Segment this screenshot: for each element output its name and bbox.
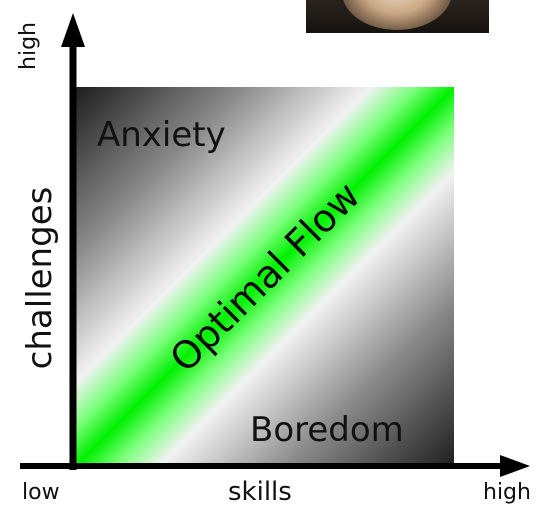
x-axis-arrowhead	[500, 455, 530, 477]
y-axis-high-label: high	[16, 22, 41, 70]
portrait-photo	[306, 0, 489, 33]
x-axis-high-label: high	[483, 480, 531, 505]
y-axis-arrowhead	[61, 13, 85, 47]
x-axis-low-label: low	[22, 480, 60, 505]
x-axis-label: skills	[228, 477, 292, 507]
flow-diagram-area	[76, 87, 454, 467]
boredom-label: Boredom	[250, 410, 404, 450]
anxiety-label: Anxiety	[97, 115, 226, 155]
y-axis-label: challenges	[20, 186, 60, 370]
